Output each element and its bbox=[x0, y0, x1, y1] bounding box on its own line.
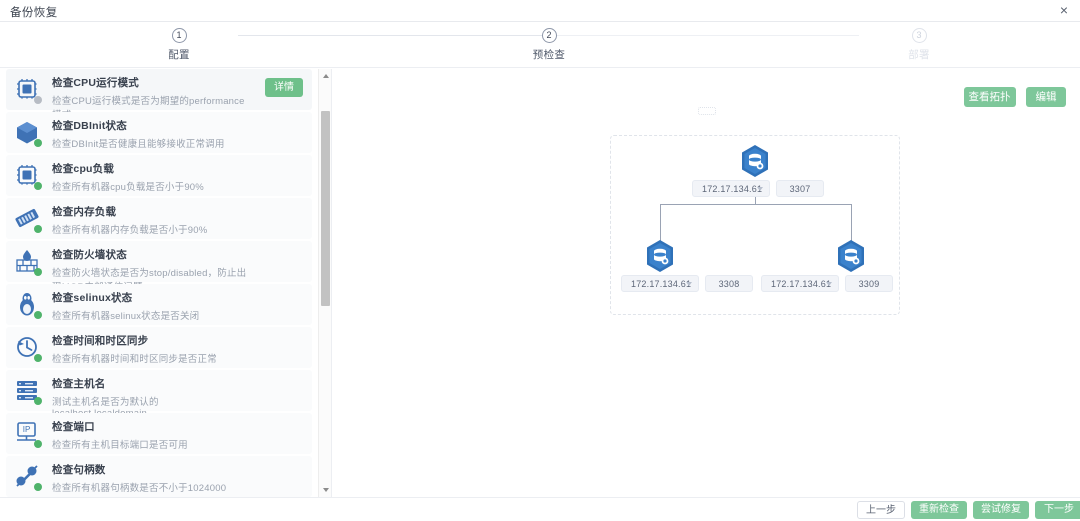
cpu-icon bbox=[14, 76, 42, 104]
precheck-item-title: 检查内存负载 bbox=[52, 206, 117, 218]
step-3-deploy[interactable]: 3 部署 bbox=[859, 28, 979, 62]
precheck-item-8[interactable]: 检查主机名测试主机名是否为默认的localhost.localdomain bbox=[6, 370, 312, 419]
step-connector-2 bbox=[549, 35, 859, 36]
precheck-item-text: 检查DBInit状态检查DBInit是否健康且能够接收正常调用 bbox=[52, 118, 252, 150]
window-titlebar: 备份恢复 × bbox=[0, 0, 1080, 22]
replica-1-ip-value: 172.17.134.61 bbox=[631, 279, 692, 289]
plug-icon bbox=[14, 463, 42, 491]
precheck-item-text: 检查selinux状态检查所有机器selinux状态是否关闭 bbox=[52, 290, 252, 322]
precheck-item-title: 检查CPU运行模式 bbox=[52, 77, 139, 89]
topology-canvas: 172.17.134.61 3307 172.17.134.61 bbox=[610, 135, 900, 315]
precheck-item-title: 检查主机名 bbox=[52, 378, 106, 390]
view-topology-button[interactable]: 查看拓扑 bbox=[963, 87, 1016, 107]
precheck-item-1[interactable]: 检查CPU运行模式检查CPU运行模式是否为期望的performance模式详情 bbox=[6, 69, 312, 121]
replica-2-ip-select[interactable]: 172.17.134.61 bbox=[761, 275, 839, 292]
database-node-icon[interactable] bbox=[645, 239, 675, 273]
scroll-up-arrow-icon[interactable] bbox=[319, 69, 331, 83]
ip-icon: IP bbox=[14, 420, 42, 448]
replica-1-ip-select[interactable]: 172.17.134.61 bbox=[621, 275, 699, 292]
precheck-item-title: 检查防火墙状态 bbox=[52, 249, 127, 261]
precheck-item-desc: 检查DBInit是否健康且能够接收正常调用 bbox=[52, 139, 225, 150]
step-2-precheck[interactable]: 2 预检查 bbox=[489, 28, 609, 62]
precheck-item-desc: 检查所有机器cpu负载是否小于90% bbox=[52, 182, 204, 193]
cube-icon bbox=[14, 119, 42, 147]
master-ip-select[interactable]: 172.17.134.61 bbox=[692, 180, 770, 197]
precheck-item-text: 检查端口检查所有主机目标端口是否可用 bbox=[52, 419, 252, 451]
step-connector-1 bbox=[238, 35, 548, 36]
precheck-list-panel: 检查CPU运行模式检查CPU运行模式是否为期望的performance模式详情检… bbox=[0, 69, 332, 497]
precheck-item-desc: 检查所有机器句柄数是否不小于1024000 bbox=[52, 483, 227, 494]
step-3-number: 3 bbox=[911, 28, 927, 43]
step-2-label: 预检查 bbox=[532, 49, 566, 61]
scrollbar-thumb[interactable] bbox=[321, 111, 330, 306]
precheck-item-7[interactable]: 检查时间和时区同步检查所有机器时间和时区同步是否正常 bbox=[6, 327, 312, 368]
server-icon bbox=[14, 377, 42, 405]
step-1-label: 配置 bbox=[168, 49, 190, 61]
precheck-item-title: 检查端口 bbox=[52, 421, 95, 433]
replica-2-ip-value: 172.17.134.61 bbox=[771, 279, 832, 289]
close-icon[interactable]: × bbox=[1059, 2, 1069, 18]
step-2-number: 2 bbox=[541, 28, 557, 43]
database-node-icon[interactable] bbox=[740, 144, 770, 178]
precheck-list: 检查CPU运行模式检查CPU运行模式是否为期望的performance模式详情检… bbox=[0, 69, 318, 497]
precheck-item-3[interactable]: 检查cpu负载检查所有机器cpu负载是否小于90% bbox=[6, 155, 312, 196]
precheck-item-9[interactable]: IP 检查端口检查所有主机目标端口是否可用 bbox=[6, 413, 312, 454]
edge-horizontal-bus bbox=[660, 204, 851, 205]
precheck-item-desc: 检查所有机器时间和时区同步是否正常 bbox=[52, 354, 217, 365]
firewall-icon bbox=[14, 248, 42, 276]
precheck-item-text: 检查cpu负载检查所有机器cpu负载是否小于90% bbox=[52, 161, 252, 193]
memory-icon bbox=[14, 205, 42, 233]
precheck-item-desc: 检查所有主机目标端口是否可用 bbox=[52, 440, 188, 451]
topology-panel: 查看拓扑 编辑 bbox=[333, 69, 1080, 497]
precheck-item-4[interactable]: 检查内存负载检查所有机器内存负载是否小于90% bbox=[6, 198, 312, 239]
list-scrollbar[interactable] bbox=[318, 69, 331, 497]
step-1-number: 1 bbox=[171, 28, 187, 43]
page-title: 备份恢复 bbox=[10, 7, 58, 19]
step-3-label: 部署 bbox=[908, 49, 930, 61]
precheck-item-text: 检查时间和时区同步检查所有机器时间和时区同步是否正常 bbox=[52, 333, 252, 365]
step-1-config[interactable]: 1 配置 bbox=[119, 28, 239, 62]
precheck-item-title: 检查DBInit状态 bbox=[52, 120, 127, 132]
precheck-item-5[interactable]: 检查防火墙状态检查防火墙状态是否为stop/disabled，防止出现MGR内部… bbox=[6, 241, 312, 293]
clock-icon bbox=[14, 334, 42, 362]
precheck-item-text: 检查句柄数检查所有机器句柄数是否不小于1024000 bbox=[52, 462, 252, 494]
edge-to-replica-2 bbox=[851, 204, 852, 246]
master-ip-value: 172.17.134.61 bbox=[702, 184, 763, 194]
precheck-item-title: 检查句柄数 bbox=[52, 464, 106, 476]
precheck-item-10[interactable]: 检查句柄数检查所有机器句柄数是否不小于1024000 bbox=[6, 456, 312, 497]
linux-icon bbox=[14, 291, 42, 319]
chevron-down-icon bbox=[826, 282, 832, 286]
topology-actions: 查看拓扑 编辑 bbox=[958, 87, 1066, 107]
precheck-item-2[interactable]: 检查DBInit状态检查DBInit是否健康且能够接收正常调用 bbox=[6, 112, 312, 153]
precheck-item-6[interactable]: 检查selinux状态检查所有机器selinux状态是否关闭 bbox=[6, 284, 312, 325]
prev-step-button[interactable]: 上一步 bbox=[857, 501, 905, 519]
chevron-down-icon bbox=[686, 282, 692, 286]
svg-text:IP: IP bbox=[23, 425, 31, 434]
master-port-field[interactable]: 3307 bbox=[776, 180, 824, 197]
edge-to-replica-1 bbox=[660, 204, 661, 246]
replica-2-port-field[interactable]: 3309 bbox=[845, 275, 893, 292]
precheck-item-text: 检查内存负载检查所有机器内存负载是否小于90% bbox=[52, 204, 252, 236]
replica-1-port-field[interactable]: 3308 bbox=[705, 275, 753, 292]
precheck-item-title: 检查时间和时区同步 bbox=[52, 335, 149, 347]
step-indicator: 1 配置 2 预检查 3 部署 bbox=[0, 22, 1080, 68]
next-step-button[interactable]: 下一步 bbox=[1035, 501, 1080, 519]
precheck-item-title: 检查selinux状态 bbox=[52, 292, 133, 304]
database-node-icon[interactable] bbox=[836, 239, 866, 273]
precheck-item-desc: 检查所有机器内存负载是否小于90% bbox=[52, 225, 208, 236]
precheck-item-title: 检查cpu负载 bbox=[52, 163, 115, 175]
footer-bar: 上一步 重新检查 尝试修复 下一步 bbox=[0, 497, 1080, 521]
edit-topology-button[interactable]: 编辑 bbox=[1026, 87, 1066, 107]
repair-button[interactable]: 尝试修复 bbox=[973, 501, 1029, 519]
scroll-down-arrow-icon[interactable] bbox=[319, 483, 331, 497]
detail-button[interactable]: 详情 bbox=[265, 78, 303, 97]
drag-handle[interactable] bbox=[697, 107, 716, 115]
precheck-item-desc: 检查所有机器selinux状态是否关闭 bbox=[52, 311, 200, 322]
recheck-button[interactable]: 重新检查 bbox=[911, 501, 967, 519]
chevron-down-icon bbox=[757, 187, 763, 191]
cpu-icon bbox=[14, 162, 42, 190]
